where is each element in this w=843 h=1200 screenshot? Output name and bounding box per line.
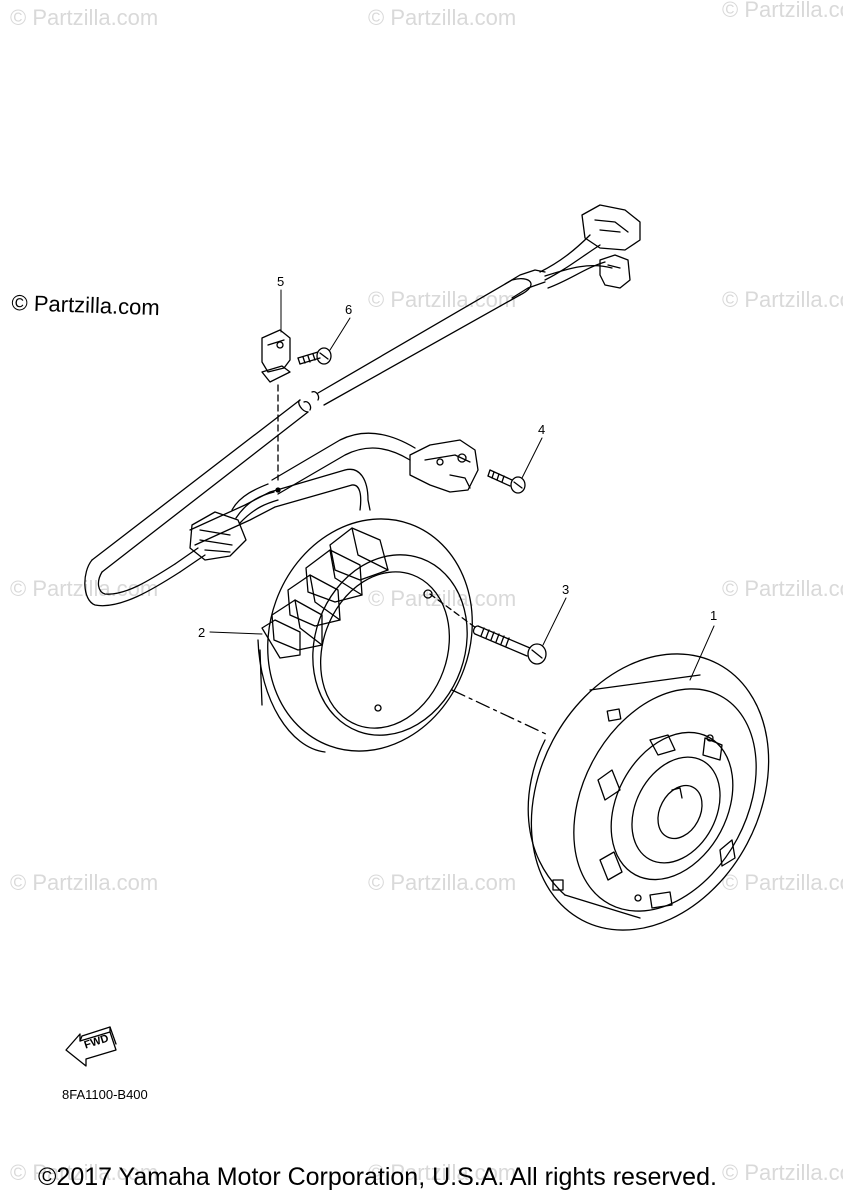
watermark: © Partzilla.com bbox=[10, 1160, 159, 1185]
watermark: © Partzilla.com bbox=[722, 870, 843, 895]
copyright-notice: ©2017 Yamaha Motor Corporation, U.S.A. A… bbox=[38, 1163, 717, 1191]
watermark: © Partzilla.com bbox=[368, 870, 517, 895]
watermark: © Partzilla.com bbox=[368, 5, 517, 30]
fwd-arrow-icon bbox=[65, 1026, 117, 1067]
watermark: © Partzilla.com bbox=[10, 5, 159, 30]
wire-harness bbox=[84, 204, 641, 607]
stator bbox=[257, 518, 473, 753]
screw-4 bbox=[487, 469, 526, 494]
callout-2: 2 bbox=[198, 625, 206, 640]
callout-4: 4 bbox=[538, 422, 546, 437]
watermark: © Partzilla.com bbox=[368, 1160, 517, 1185]
bolt-3 bbox=[429, 593, 547, 665]
watermark: © Partzilla.com bbox=[722, 576, 843, 601]
screw-6 bbox=[297, 347, 332, 365]
rotor bbox=[451, 653, 770, 931]
leader-lines bbox=[209, 289, 715, 681]
lead-holder bbox=[409, 439, 479, 493]
clamp bbox=[261, 329, 291, 481]
callout-3: 3 bbox=[562, 582, 570, 597]
watermark: © Partzilla.com bbox=[722, 0, 843, 22]
callout-5: 5 bbox=[277, 274, 285, 289]
watermark: © Partzilla.com bbox=[722, 287, 843, 312]
watermark: © Partzilla.com bbox=[10, 870, 159, 895]
watermark: © Partzilla.com bbox=[368, 586, 517, 611]
watermark: © Partzilla.com bbox=[722, 1160, 843, 1185]
diagram-code: 8FA1100-B400 bbox=[62, 1087, 148, 1102]
callout-6: 6 bbox=[345, 302, 353, 317]
callout-1: 1 bbox=[710, 608, 718, 623]
